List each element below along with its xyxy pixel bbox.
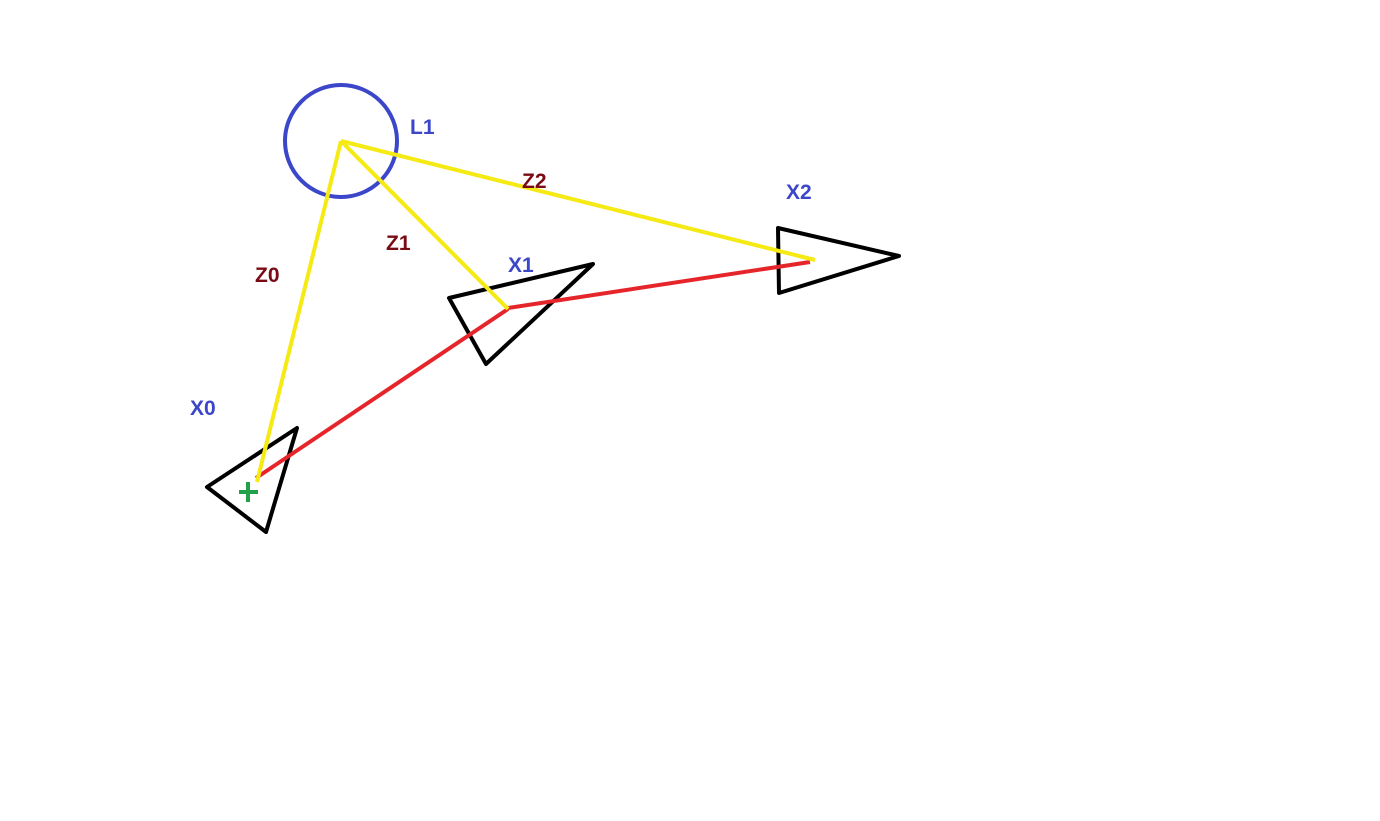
- pose-label-x0: X0: [190, 397, 216, 420]
- measurement-line-z1: [339, 139, 510, 311]
- plus-origin-icon: [239, 482, 258, 502]
- odometry-line-x1-x2: [507, 260, 811, 310]
- odometry-line-x0-x1: [254, 307, 510, 480]
- measurement-label-z0: Z0: [255, 264, 280, 287]
- pose-label-x2: X2: [786, 181, 812, 204]
- landmark-l1-circle-icon: [283, 83, 399, 199]
- measurement-label-z1: Z1: [386, 232, 411, 255]
- landmark-label: L1: [410, 116, 435, 139]
- measurement-label-z2: Z2: [522, 170, 547, 193]
- pose-label-x1: X1: [508, 254, 534, 277]
- pose-x1-triangle-icon: [447, 262, 595, 366]
- pose-x0-triangle-icon: [205, 426, 299, 534]
- pose-x2-triangle-icon: [776, 226, 901, 295]
- measurement-line-z2: [340, 139, 816, 262]
- measurement-line-z0: [255, 140, 343, 483]
